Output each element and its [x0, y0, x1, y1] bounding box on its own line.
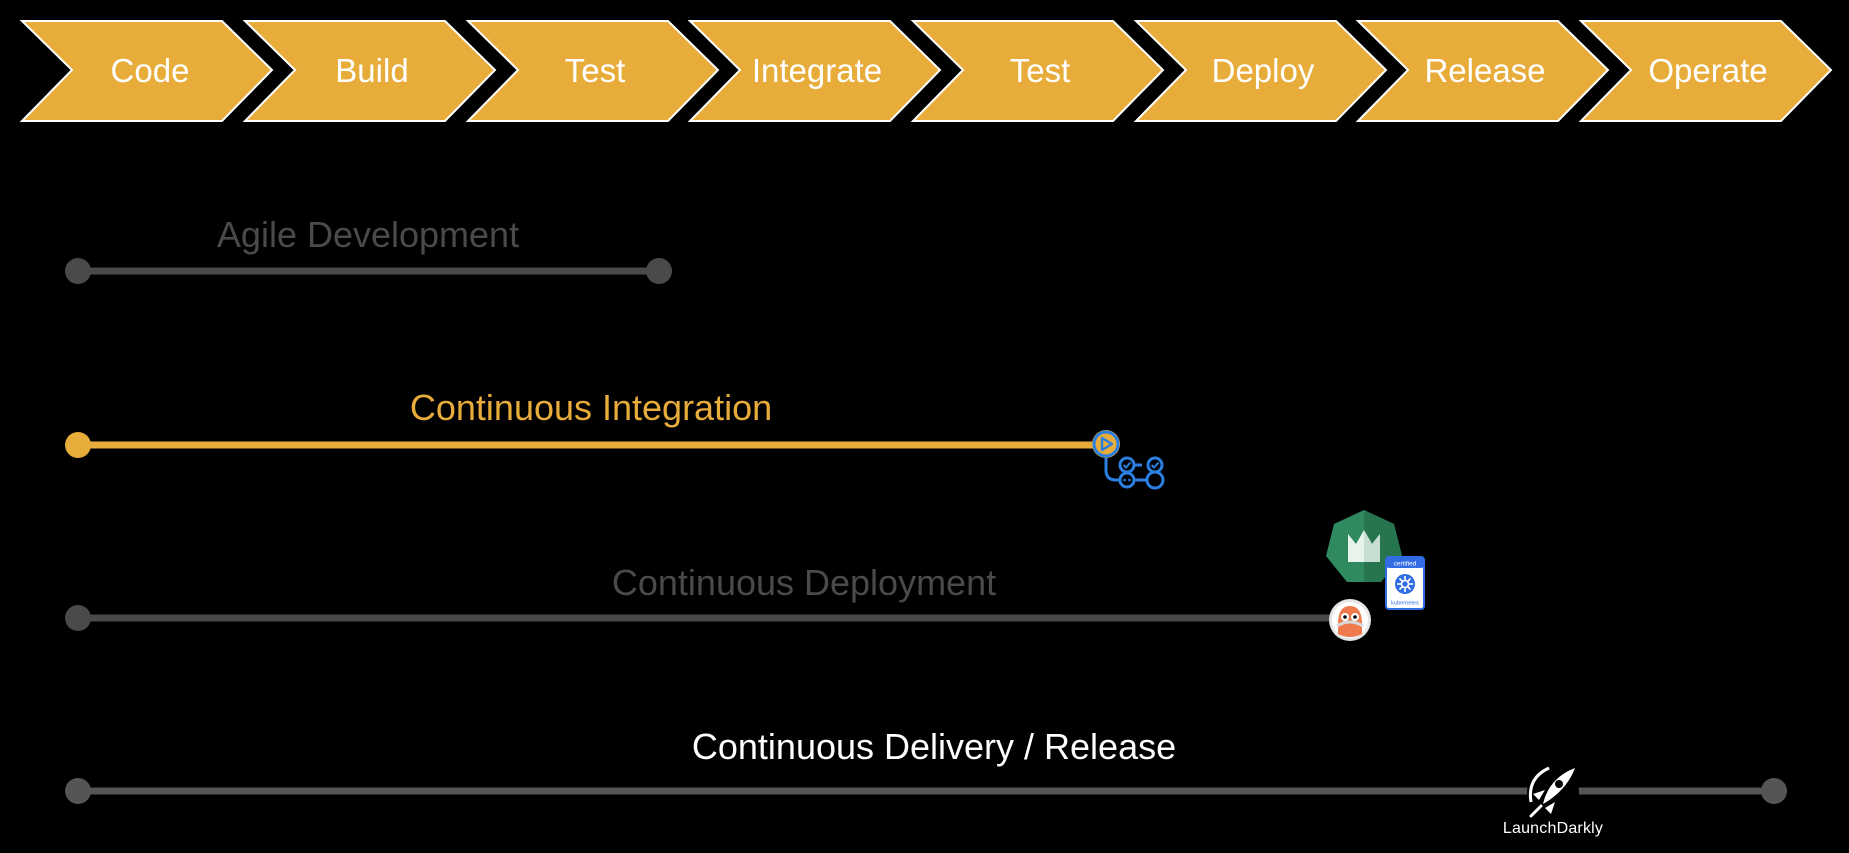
stage-chevron: Test	[910, 20, 1165, 122]
stage-chevron: Code	[19, 20, 274, 122]
track-agile-development	[65, 258, 672, 284]
k8s-badge-top-text: certified	[1394, 561, 1417, 568]
stage-chevron: Build	[242, 20, 497, 122]
track-continuous-delivery-release	[65, 778, 1787, 804]
track-title-agile-development: Agile Development	[216, 214, 520, 255]
stage-label: Integrate	[752, 52, 882, 89]
stage-label: Test	[1010, 52, 1071, 89]
pipeline-stages: Code Build Test Integrate Test Deploy	[19, 20, 1833, 122]
track-title-continuous-delivery-release: Continuous Delivery / Release	[691, 726, 1177, 767]
track-start-dot	[65, 778, 91, 804]
stage-label: Test	[565, 52, 626, 89]
stage-label: Release	[1424, 52, 1545, 89]
track-title-continuous-integration: Continuous Integration	[409, 387, 773, 428]
stage-chevron: Integrate	[687, 20, 942, 122]
stage-chevron: Release	[1355, 20, 1610, 122]
argo-icon	[1329, 599, 1371, 641]
track-start-dot	[65, 605, 91, 631]
track-start-dot	[65, 432, 91, 458]
stage-chevron: Operate	[1578, 20, 1833, 122]
launchdarkly-label: LaunchDarkly	[1502, 820, 1604, 837]
kubernetes-certified-icon: certified kubernetes	[1385, 556, 1425, 610]
stage-label: Code	[111, 52, 190, 89]
track-title-continuous-deployment: Continuous Deployment	[611, 562, 997, 603]
track-end-dot	[646, 258, 672, 284]
launchdarkly-icon	[1527, 766, 1579, 818]
track-continuous-deployment	[65, 605, 1344, 631]
stage-chevron: Test	[465, 20, 720, 122]
k8s-badge-bottom-text: kubernetes	[1391, 601, 1419, 607]
github-actions-icon	[1092, 430, 1165, 490]
track-continuous-integration	[65, 432, 1109, 458]
track-end-dot	[1761, 778, 1787, 804]
stage-label: Deploy	[1212, 52, 1315, 89]
track-start-dot	[65, 258, 91, 284]
stage-label: Build	[335, 52, 408, 89]
stage-label: Operate	[1648, 52, 1767, 89]
stage-chevron: Deploy	[1133, 20, 1388, 122]
